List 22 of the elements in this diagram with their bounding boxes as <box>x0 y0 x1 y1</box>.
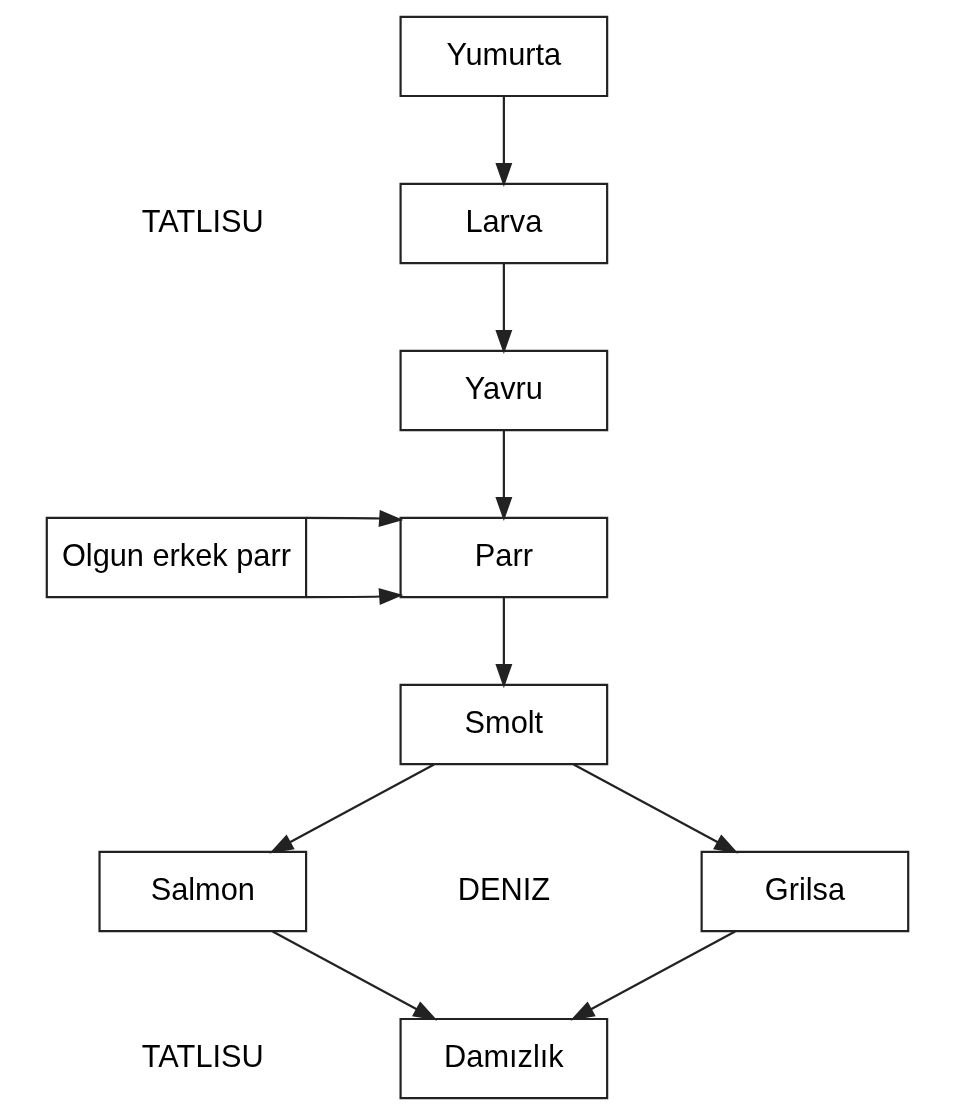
arrow <box>306 588 404 606</box>
arrow <box>306 509 404 527</box>
arrow <box>269 763 435 854</box>
arrow <box>272 930 438 1021</box>
node-box: Olgun erkek parr <box>45 516 308 599</box>
node-box: Parr <box>399 516 609 599</box>
node-box: Smolt <box>399 683 609 766</box>
arrow <box>570 930 736 1021</box>
node-box: Damızlık <box>399 1017 609 1100</box>
node-box: Grilsa <box>700 850 910 933</box>
node-box: Larva <box>399 182 609 265</box>
node-box: Yumurta <box>399 15 609 98</box>
arrow <box>573 763 739 854</box>
arrow <box>495 597 513 689</box>
arrow <box>495 430 513 522</box>
arrow <box>495 263 513 355</box>
label: DENIZ <box>457 871 550 907</box>
node-box: Salmon <box>98 850 308 933</box>
label: TATLISU <box>141 1038 264 1074</box>
node-box: Yavru <box>399 349 609 432</box>
label: TATLISU <box>141 203 264 239</box>
arrow <box>495 96 513 188</box>
